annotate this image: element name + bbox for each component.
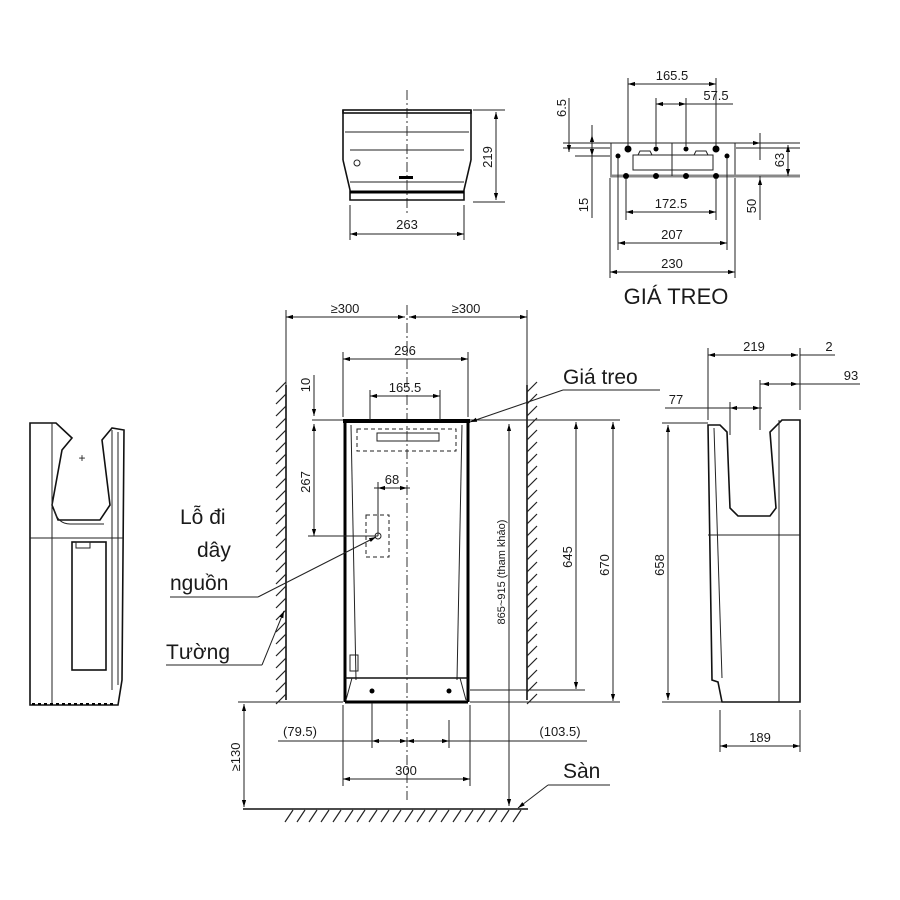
front-base-width-label: 300 [395, 763, 417, 778]
front-clear-right-label: ≥300 [452, 301, 481, 316]
front-bottom-clearance-label: ≥130 [228, 743, 243, 772]
cable-hole-label-line1: Lỗ đi [180, 506, 226, 529]
front-cable-height-label: 267 [298, 471, 313, 493]
front-height-inner-label: 645 [560, 546, 575, 568]
front-right-offset-label: (103.5) [539, 724, 580, 739]
front-bracket-span-label: 165.5 [389, 380, 422, 395]
bracket-top-span-label: 165.5 [656, 68, 689, 83]
front-cable-offset-label: 68 [385, 472, 399, 487]
bracket-right-bottom-label: 50 [744, 199, 759, 213]
front-left-offset-label: (79.5) [283, 724, 317, 739]
top-view-height-label: 219 [480, 146, 495, 168]
side-view: 219 2 93 77 658 189 [652, 339, 860, 752]
bracket-title: GIÁ TREO [624, 284, 729, 309]
side-gap-label: 2 [825, 339, 832, 354]
wall-label: Tường [166, 641, 230, 664]
callouts: Giá treo Lỗ đi dây nguồn Tường Sàn [166, 366, 660, 809]
bracket-inner-width-label: 207 [661, 227, 683, 242]
bracket-total-width-label: 230 [661, 256, 683, 271]
front-height-total-label: 670 [597, 554, 612, 576]
bracket-callout-label: Giá treo [563, 366, 638, 389]
bracket-left-offset-label: 6.5 [554, 99, 569, 117]
floor-hatch [284, 809, 522, 823]
front-mount-height-label: 865~915 (tham khảo) [496, 520, 508, 625]
front-clear-left-label: ≥300 [331, 301, 360, 316]
cable-hole-label-line2: dây [197, 539, 231, 562]
front-body-width-label: 296 [394, 343, 416, 358]
left-profile-view: + [29, 422, 125, 706]
side-slot-width-label: 77 [669, 392, 683, 407]
crosshair-mark: + [78, 451, 85, 465]
side-depth-label: 219 [743, 339, 765, 354]
top-view: 219 263 [342, 90, 505, 240]
side-slot-offset-label: 93 [844, 368, 858, 383]
front-view: 296 ≥300 ≥300 165.5 10 267 68 865~915 (t… [228, 301, 620, 807]
bracket-hole-span-label: 172.5 [655, 196, 688, 211]
top-view-width-label: 263 [396, 217, 418, 232]
front-top-gap-label: 10 [298, 378, 313, 392]
side-height-label: 658 [652, 554, 667, 576]
bracket-view: 165.5 57.5 6.5 15 50 63 172.5 207 [554, 68, 800, 309]
walls [243, 381, 538, 823]
side-bottom-depth-label: 189 [749, 730, 771, 745]
right-wall-hatch [526, 381, 538, 705]
left-wall-hatch [275, 381, 287, 705]
bracket-inner-span-label: 57.5 [703, 88, 728, 103]
floor-label: Sàn [563, 760, 600, 783]
bracket-left-height-label: 15 [576, 198, 591, 212]
cable-hole-label-line3: nguồn [170, 572, 228, 595]
bracket-right-top-label: 63 [772, 153, 787, 167]
